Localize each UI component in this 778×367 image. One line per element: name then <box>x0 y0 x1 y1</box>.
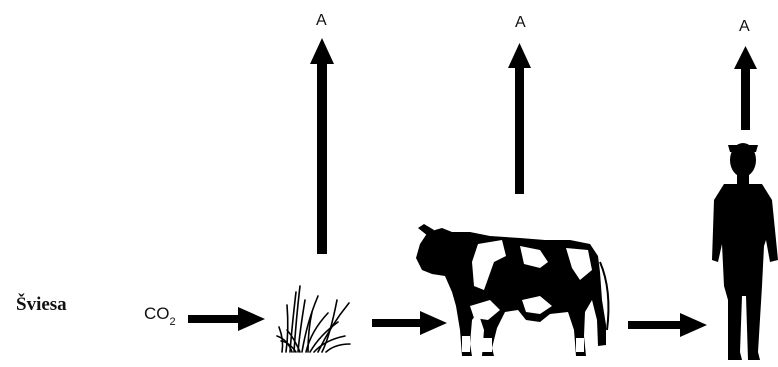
vertical-arrow-person <box>734 46 757 130</box>
cow-icon <box>416 224 608 356</box>
grass-icon <box>277 286 350 352</box>
vertical-arrow-cow <box>508 43 531 194</box>
arrow-co2-to-grass <box>188 307 265 331</box>
person-icon <box>712 143 778 360</box>
arrow-cow-to-person <box>628 313 707 337</box>
arrow-grass-to-cow <box>372 311 447 335</box>
vertical-arrow-grass <box>310 38 334 254</box>
